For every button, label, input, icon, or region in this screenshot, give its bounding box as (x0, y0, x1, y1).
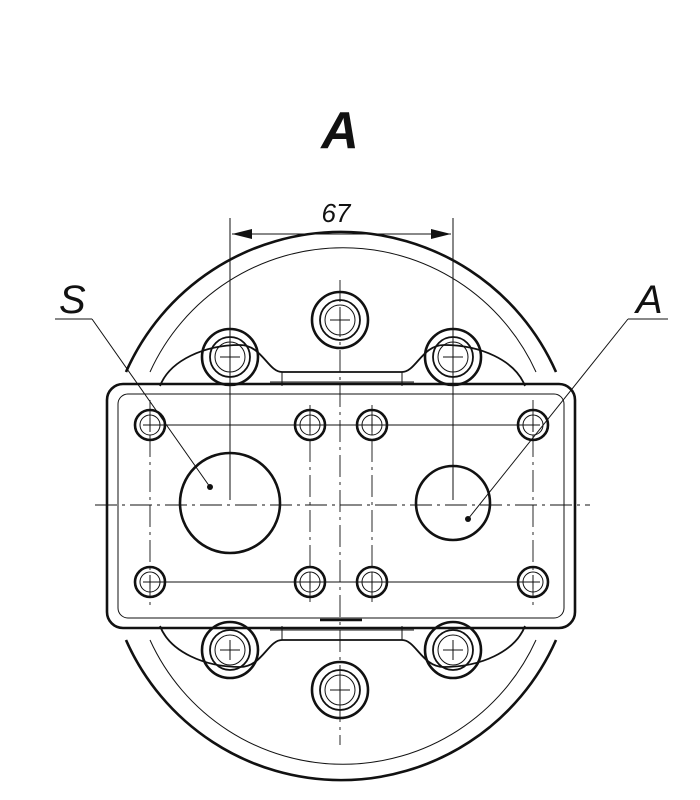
view-title: A (319, 102, 359, 160)
bolt-hole (310, 660, 370, 720)
threaded-hole (133, 408, 167, 442)
dimension-67: 67 (229, 198, 454, 500)
threaded-hole (293, 565, 327, 599)
threaded-hole (133, 565, 167, 599)
threaded-holes (133, 408, 550, 599)
dimension-value: 67 (322, 198, 352, 228)
threaded-hole (355, 408, 389, 442)
flange-outline (124, 230, 558, 782)
threaded-hole (355, 565, 389, 599)
pump-body (105, 344, 577, 668)
bolt-hole (310, 290, 370, 350)
callout-a: A (467, 278, 668, 520)
bolt-hole (423, 620, 483, 680)
threaded-hole (516, 565, 550, 599)
bolt-hole (200, 620, 260, 680)
callout-a-label: A (634, 278, 663, 322)
threaded-hole (293, 408, 327, 442)
callout-s-label: S (59, 278, 86, 322)
callout-s: S (55, 278, 211, 488)
center-lines (95, 280, 590, 745)
